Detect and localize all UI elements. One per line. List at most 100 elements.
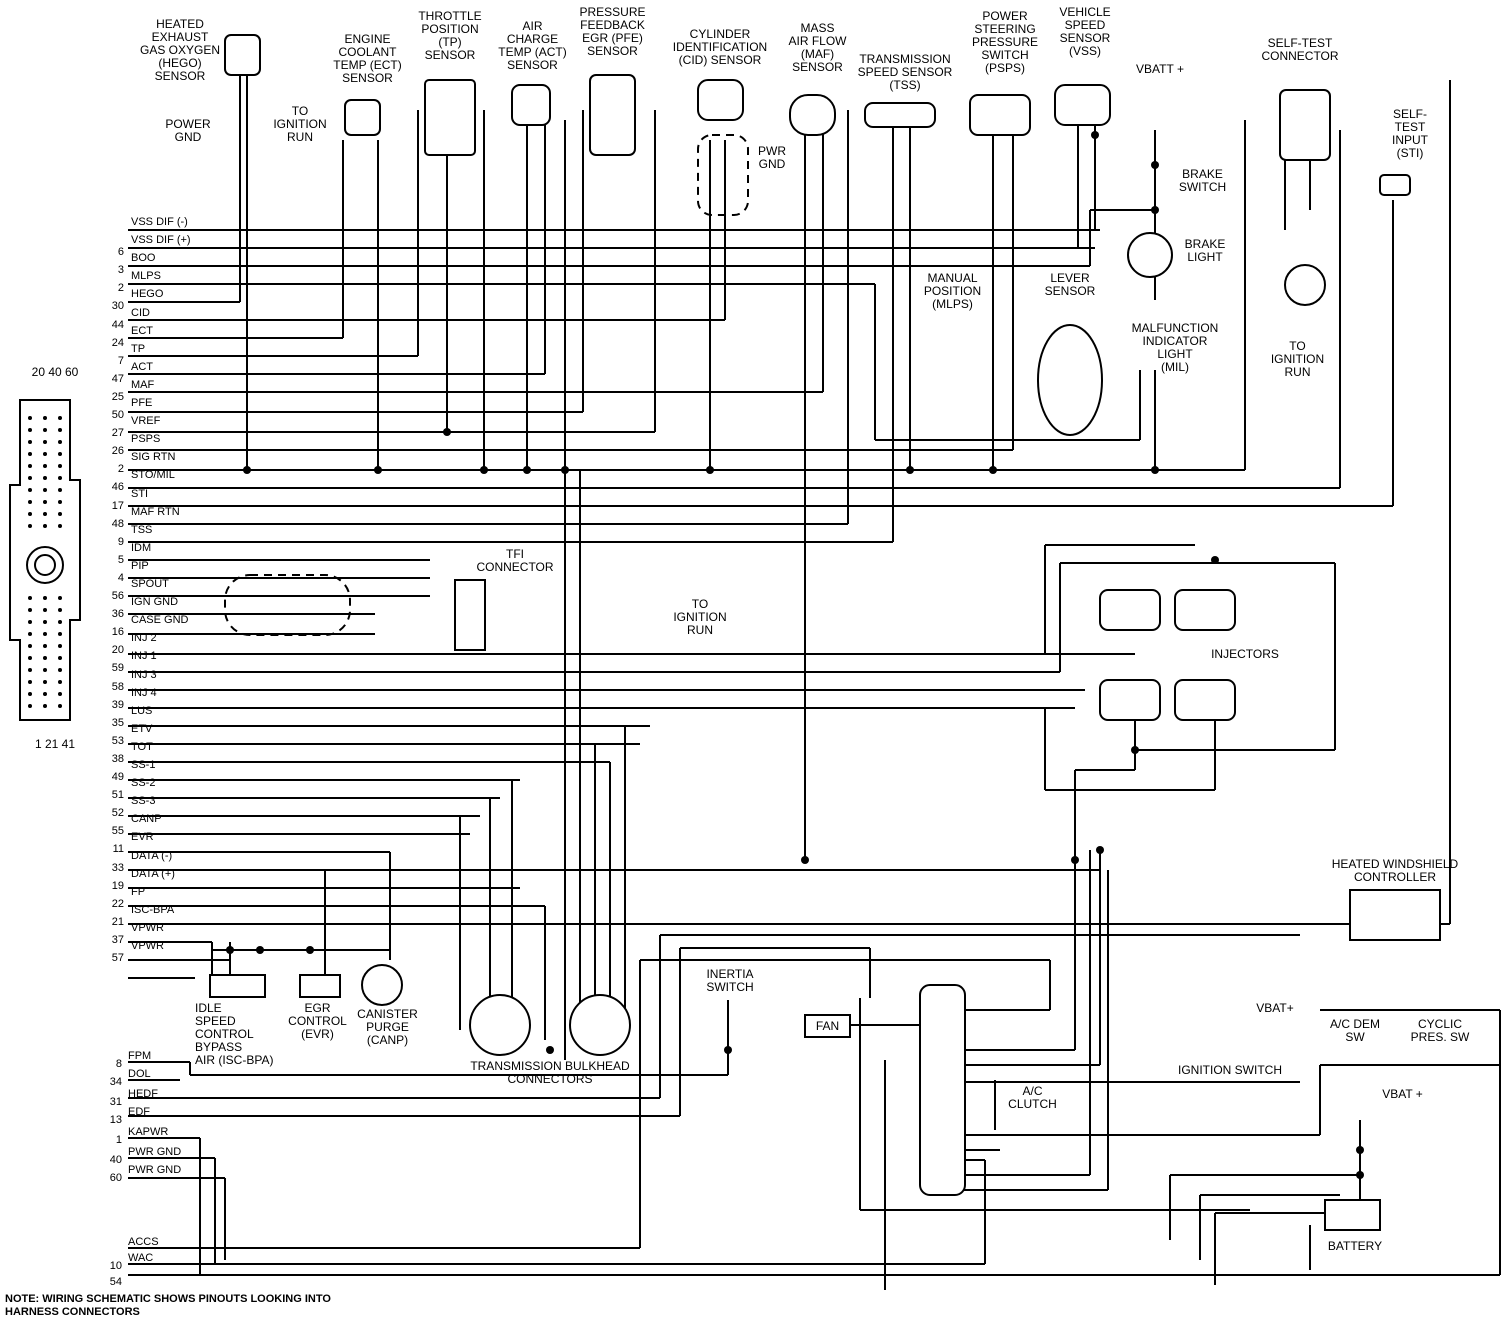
- bulkhead-connector-1: [469, 994, 531, 1056]
- ecm-pin: [58, 596, 62, 600]
- ecm-pin: [28, 668, 32, 672]
- isc-valve: [209, 974, 266, 998]
- signal-name: VSS DIF (-): [131, 216, 188, 228]
- signal-pin: 20: [111, 644, 124, 657]
- isc-label: IDLE SPEED CONTROL BYPASS AIR (ISC-BPA): [195, 1001, 274, 1067]
- signal-name: EVR: [131, 831, 154, 844]
- signal-pin: 44: [111, 318, 124, 331]
- signal-pin: 3: [117, 264, 124, 277]
- signal-pin: 22: [111, 897, 124, 910]
- heated-windshield-controller: [1349, 889, 1441, 941]
- signal-name: BOO: [131, 252, 156, 265]
- signal-pin: 59: [111, 662, 124, 675]
- ecm-pin: [43, 524, 47, 528]
- ecm-pin: [43, 464, 47, 468]
- signal-name: ECT: [131, 324, 153, 337]
- ecm-pin: [28, 620, 32, 624]
- ecm-pin: [43, 476, 47, 480]
- brake-light: [1127, 232, 1173, 278]
- signal-name: IDM: [131, 541, 152, 554]
- brake-light-label: BRAKE LIGHT: [1184, 237, 1226, 264]
- signal-pin: 52: [111, 807, 124, 820]
- signal-pin: 35: [111, 716, 124, 729]
- vbatt-label: VBATT +: [1136, 62, 1184, 76]
- tp-label: THROTTLE POSITION (TP) SENSOR: [418, 9, 482, 62]
- ecm-pin: [28, 524, 32, 528]
- signal-name: SS-2: [131, 777, 156, 790]
- signal-name: SS-1: [131, 759, 156, 771]
- lower-signal-pin: 40: [109, 1154, 122, 1166]
- signal-pin: 17: [111, 499, 124, 512]
- cyclic-label: CYCLIC PRES. SW: [1410, 1017, 1470, 1044]
- signal-pin: 7: [117, 354, 124, 367]
- shield-lines: [224, 134, 749, 636]
- sensor-bodies: [209, 34, 1441, 1231]
- vss-sensor: [1054, 84, 1111, 126]
- signal-name: CASE GND: [131, 614, 189, 627]
- signal-name: SPOUT: [131, 578, 169, 590]
- signal-name: SIG RTN: [131, 451, 176, 464]
- lower-signal-name: EDF: [128, 1106, 150, 1118]
- signal-name: PSPS: [131, 433, 161, 446]
- ecm-pin: [28, 656, 32, 660]
- signal-name: MAF: [131, 378, 155, 391]
- signal-name: VPWR: [131, 940, 164, 952]
- lower-signal-pin: 31: [109, 1096, 122, 1108]
- signal-pin: 27: [111, 427, 124, 440]
- signal-name: STO/MIL: [131, 469, 175, 482]
- ecm-pin: [43, 416, 47, 420]
- signal-pin: 4: [117, 571, 124, 584]
- ac-clutch-label: A/C CLUTCH: [1008, 1084, 1057, 1111]
- signal-name: TOT: [131, 740, 153, 753]
- wires: [128, 60, 1501, 1290]
- ecm-pin: [58, 632, 62, 636]
- ecm-pin: [43, 428, 47, 432]
- pwr-gnd-label: PWR GND: [758, 144, 786, 171]
- ecm-pin: [43, 608, 47, 612]
- signal-pin: 38: [111, 752, 124, 765]
- tfi-label: TFI CONNECTOR: [476, 547, 554, 574]
- ecm-pin: [58, 416, 62, 420]
- egr-valve: [299, 974, 341, 998]
- signal-name: IGN GND: [131, 596, 179, 609]
- tss-label: TRANSMISSION SPEED SENSOR (TSS): [857, 52, 953, 92]
- bulkhead-label: TRANSMISSION BULKHEAD CONNECTORS: [470, 1059, 630, 1086]
- lower-signal-name: KAPWR: [128, 1126, 169, 1138]
- brake-switch-label: BRAKE SWITCH: [1178, 167, 1227, 194]
- canp-valve: [361, 964, 403, 1006]
- ecm-pin: [58, 680, 62, 684]
- signal-pin: 51: [111, 789, 124, 802]
- signal-pin: 5: [117, 553, 124, 566]
- tss-sensor: [864, 102, 936, 128]
- lower-signal-name: FPM: [128, 1050, 152, 1062]
- signal-name: INJ 4: [131, 686, 157, 699]
- signal-pin: 37: [111, 933, 124, 946]
- ecm-pin: [58, 500, 62, 504]
- ecm-pin: [58, 692, 62, 696]
- ecm-connector: [9, 399, 81, 721]
- ecm-pin: [58, 428, 62, 432]
- ecm-pin: [58, 452, 62, 456]
- canp-label: CANISTER PURGE (CANP): [357, 1007, 418, 1047]
- signal-name: DATA (+): [131, 867, 175, 880]
- signal-pin: 33: [111, 861, 124, 874]
- ecm-pin: [43, 500, 47, 504]
- schematic-note: NOTE: WIRING SCHEMATIC SHOWS PINOUTS LOO…: [5, 1293, 331, 1318]
- signal-name: VPWR: [131, 921, 164, 934]
- ecm-pin: [43, 488, 47, 492]
- ecm-pin: [28, 632, 32, 636]
- ecm-pin: [58, 608, 62, 612]
- lower-signal-pin: 10: [109, 1260, 122, 1272]
- signal-name: INJ 1: [131, 650, 157, 663]
- battery-label: BATTERY: [1327, 1239, 1383, 1253]
- ecm-pin: [28, 440, 32, 444]
- main-connector: [919, 984, 966, 1196]
- lower-signal-pin: 54: [109, 1276, 122, 1288]
- vss-label: VEHICLE SPEED SENSOR (VSS): [1059, 5, 1111, 58]
- ecm-pin: [28, 704, 32, 708]
- injector-2: [1174, 589, 1236, 631]
- ecm-pin: [28, 464, 32, 468]
- signal-pin: 53: [111, 734, 124, 747]
- signal-name: CID: [131, 306, 150, 319]
